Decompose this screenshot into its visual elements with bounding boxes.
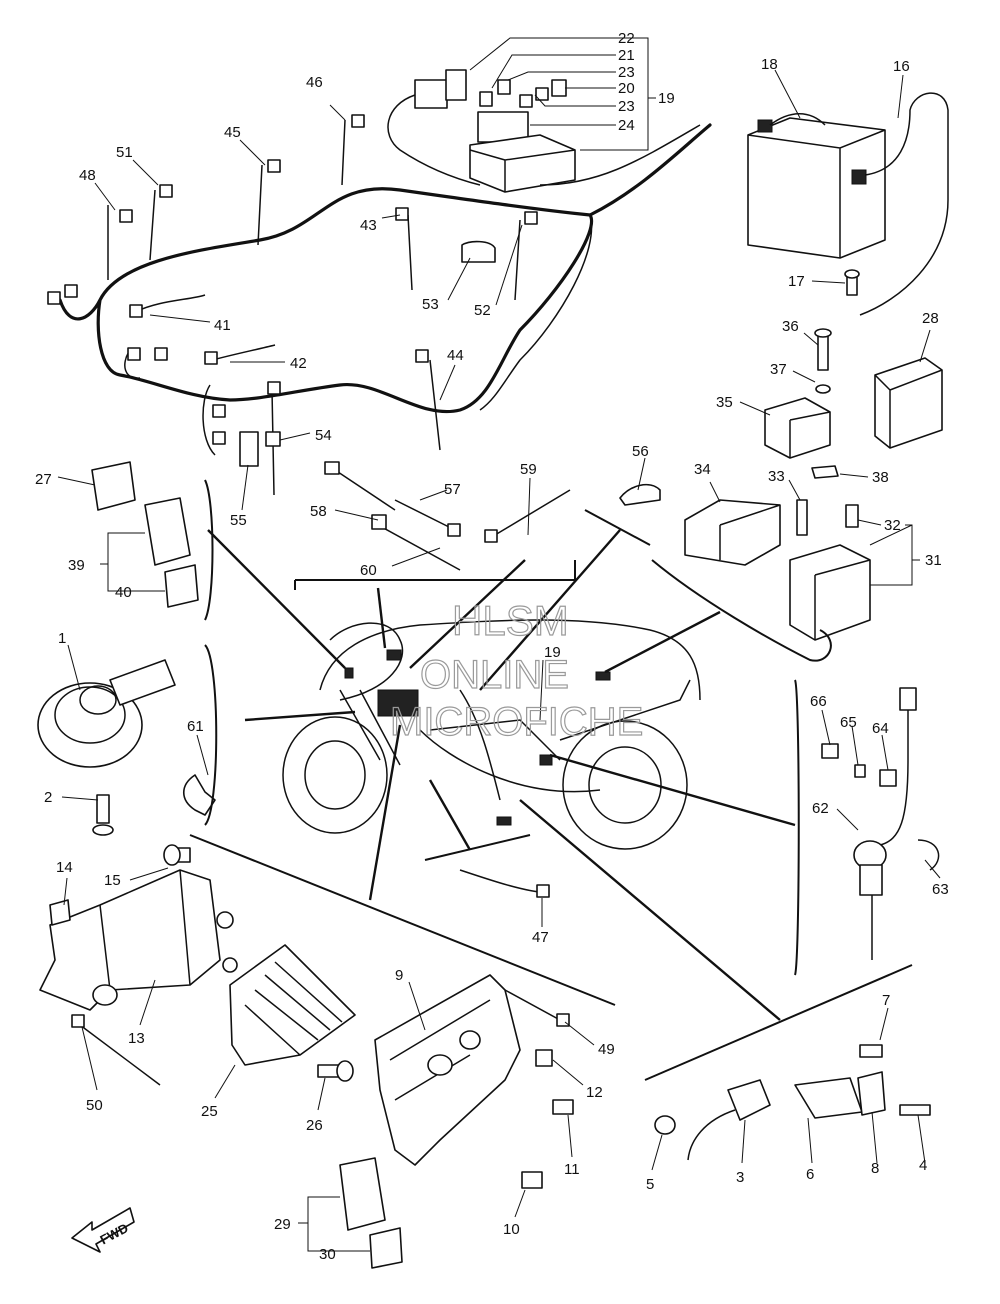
fwd-direction-arrow: FWD: [71, 1207, 135, 1253]
battery: [747, 92, 949, 316]
part-label-6: 6: [806, 1166, 814, 1183]
part-label-59: 59: [520, 461, 537, 478]
part-label-65: 65: [840, 714, 857, 731]
cable-ties: [324, 461, 661, 571]
leader-lines: [57, 37, 941, 1252]
part-label-43: 43: [360, 217, 377, 234]
part-label-49: 49: [598, 1041, 615, 1058]
part-label-51: 51: [116, 144, 133, 161]
part-label-46: 46: [306, 74, 323, 91]
sub-harness-47: [459, 869, 550, 898]
sidestand-switch-assembly: [654, 1044, 931, 1161]
part-label-47: 47: [532, 929, 549, 946]
relay-39-40: [144, 497, 199, 608]
part-label-35: 35: [716, 394, 733, 411]
part-label-2: 2: [44, 789, 52, 806]
part-label-15: 15: [104, 872, 121, 889]
part-label-22: 22: [618, 30, 635, 47]
part-label-56: 56: [632, 443, 649, 460]
part-label-3: 3: [736, 1169, 744, 1186]
part-label-45: 45: [224, 124, 241, 141]
part-label-42: 42: [290, 355, 307, 372]
part-label-34: 34: [694, 461, 711, 478]
part-label-20: 20: [618, 80, 635, 97]
part-label-62: 62: [812, 800, 829, 817]
part-label-55: 55: [230, 512, 247, 529]
part-label-5: 5: [646, 1176, 654, 1193]
bracket-9: [374, 974, 574, 1189]
part-label-12: 12: [586, 1084, 603, 1101]
part-label-61: 61: [187, 718, 204, 735]
part-label-48: 48: [79, 167, 96, 184]
part-label-23a: 23: [618, 64, 635, 81]
part-label-25: 25: [201, 1103, 218, 1120]
part-label-4: 4: [919, 1157, 927, 1174]
neutral-switch-assembly: [821, 687, 940, 960]
part-label-11: 11: [564, 1161, 580, 1178]
part-label-53: 53: [422, 296, 439, 313]
bracket-13: [39, 844, 238, 1086]
part-label-16: 16: [893, 58, 910, 75]
relay-unit-28: [874, 357, 943, 449]
part-label-30: 30: [319, 1246, 336, 1263]
part-label-29: 29: [274, 1216, 291, 1233]
part-label-1: 1: [58, 630, 66, 647]
part-label-54: 54: [315, 427, 332, 444]
watermark-line1: HLSM: [452, 597, 569, 644]
battery-bolt: [844, 269, 860, 296]
part-label-23b: 23: [618, 98, 635, 115]
part-label-31: 31: [925, 552, 942, 569]
part-label-28: 28: [922, 310, 939, 327]
watermark-line2: ONLINE: [420, 653, 569, 697]
relay-27: [91, 461, 136, 511]
part-label-37: 37: [770, 361, 787, 378]
main-wire-harness: [47, 114, 712, 496]
motorcycle-illustration: [282, 619, 701, 850]
part-label-7: 7: [882, 992, 890, 1009]
horn: [37, 659, 176, 836]
relay-29-30: [339, 1157, 403, 1269]
part-label-32: 32: [884, 517, 901, 534]
callout-arrows: [207, 529, 796, 1021]
part-label-8: 8: [871, 1160, 879, 1177]
part-label-64: 64: [872, 720, 889, 737]
part-label-19b: 19: [544, 644, 561, 661]
part-label-9: 9: [395, 967, 403, 984]
part-label-33: 33: [768, 468, 785, 485]
part-label-58: 58: [310, 503, 327, 520]
part-label-36: 36: [782, 318, 799, 335]
part-label-17: 17: [788, 273, 805, 290]
part-label-26: 26: [306, 1117, 323, 1134]
part-label-14: 14: [56, 859, 73, 876]
watermark-line3: MICROFICHE: [390, 700, 643, 744]
part-label-63: 63: [932, 881, 949, 898]
starter-relay-35: [764, 328, 839, 479]
part-label-27: 27: [35, 471, 52, 488]
part-label-40: 40: [115, 584, 132, 601]
part-label-39: 39: [68, 557, 85, 574]
part-label-41: 41: [214, 317, 231, 334]
fuse-box-assembly: [387, 69, 701, 193]
relay-cover-34: [684, 499, 781, 566]
part-label-38: 38: [872, 469, 889, 486]
part-label-10: 10: [503, 1221, 520, 1238]
rectifier-regulator: [229, 944, 356, 1082]
part-label-24: 24: [618, 117, 635, 134]
part-label-66: 66: [810, 693, 827, 710]
part-label-60: 60: [360, 562, 377, 579]
part-number-labels: 22 21 23 20 19 23 24 18 16 17 28 36 37 3…: [35, 30, 949, 1263]
part-label-13: 13: [128, 1030, 145, 1047]
starter-relay-31: [789, 499, 871, 641]
part-label-18: 18: [761, 56, 778, 73]
watermark: HLSM ONLINE MICROFICHE: [389, 596, 644, 744]
part-label-57: 57: [444, 481, 461, 498]
part-label-19: 19: [658, 90, 675, 107]
part-label-21: 21: [618, 47, 635, 64]
part-label-50: 50: [86, 1097, 103, 1114]
part-label-52: 52: [474, 302, 491, 319]
part-label-44: 44: [447, 347, 464, 364]
